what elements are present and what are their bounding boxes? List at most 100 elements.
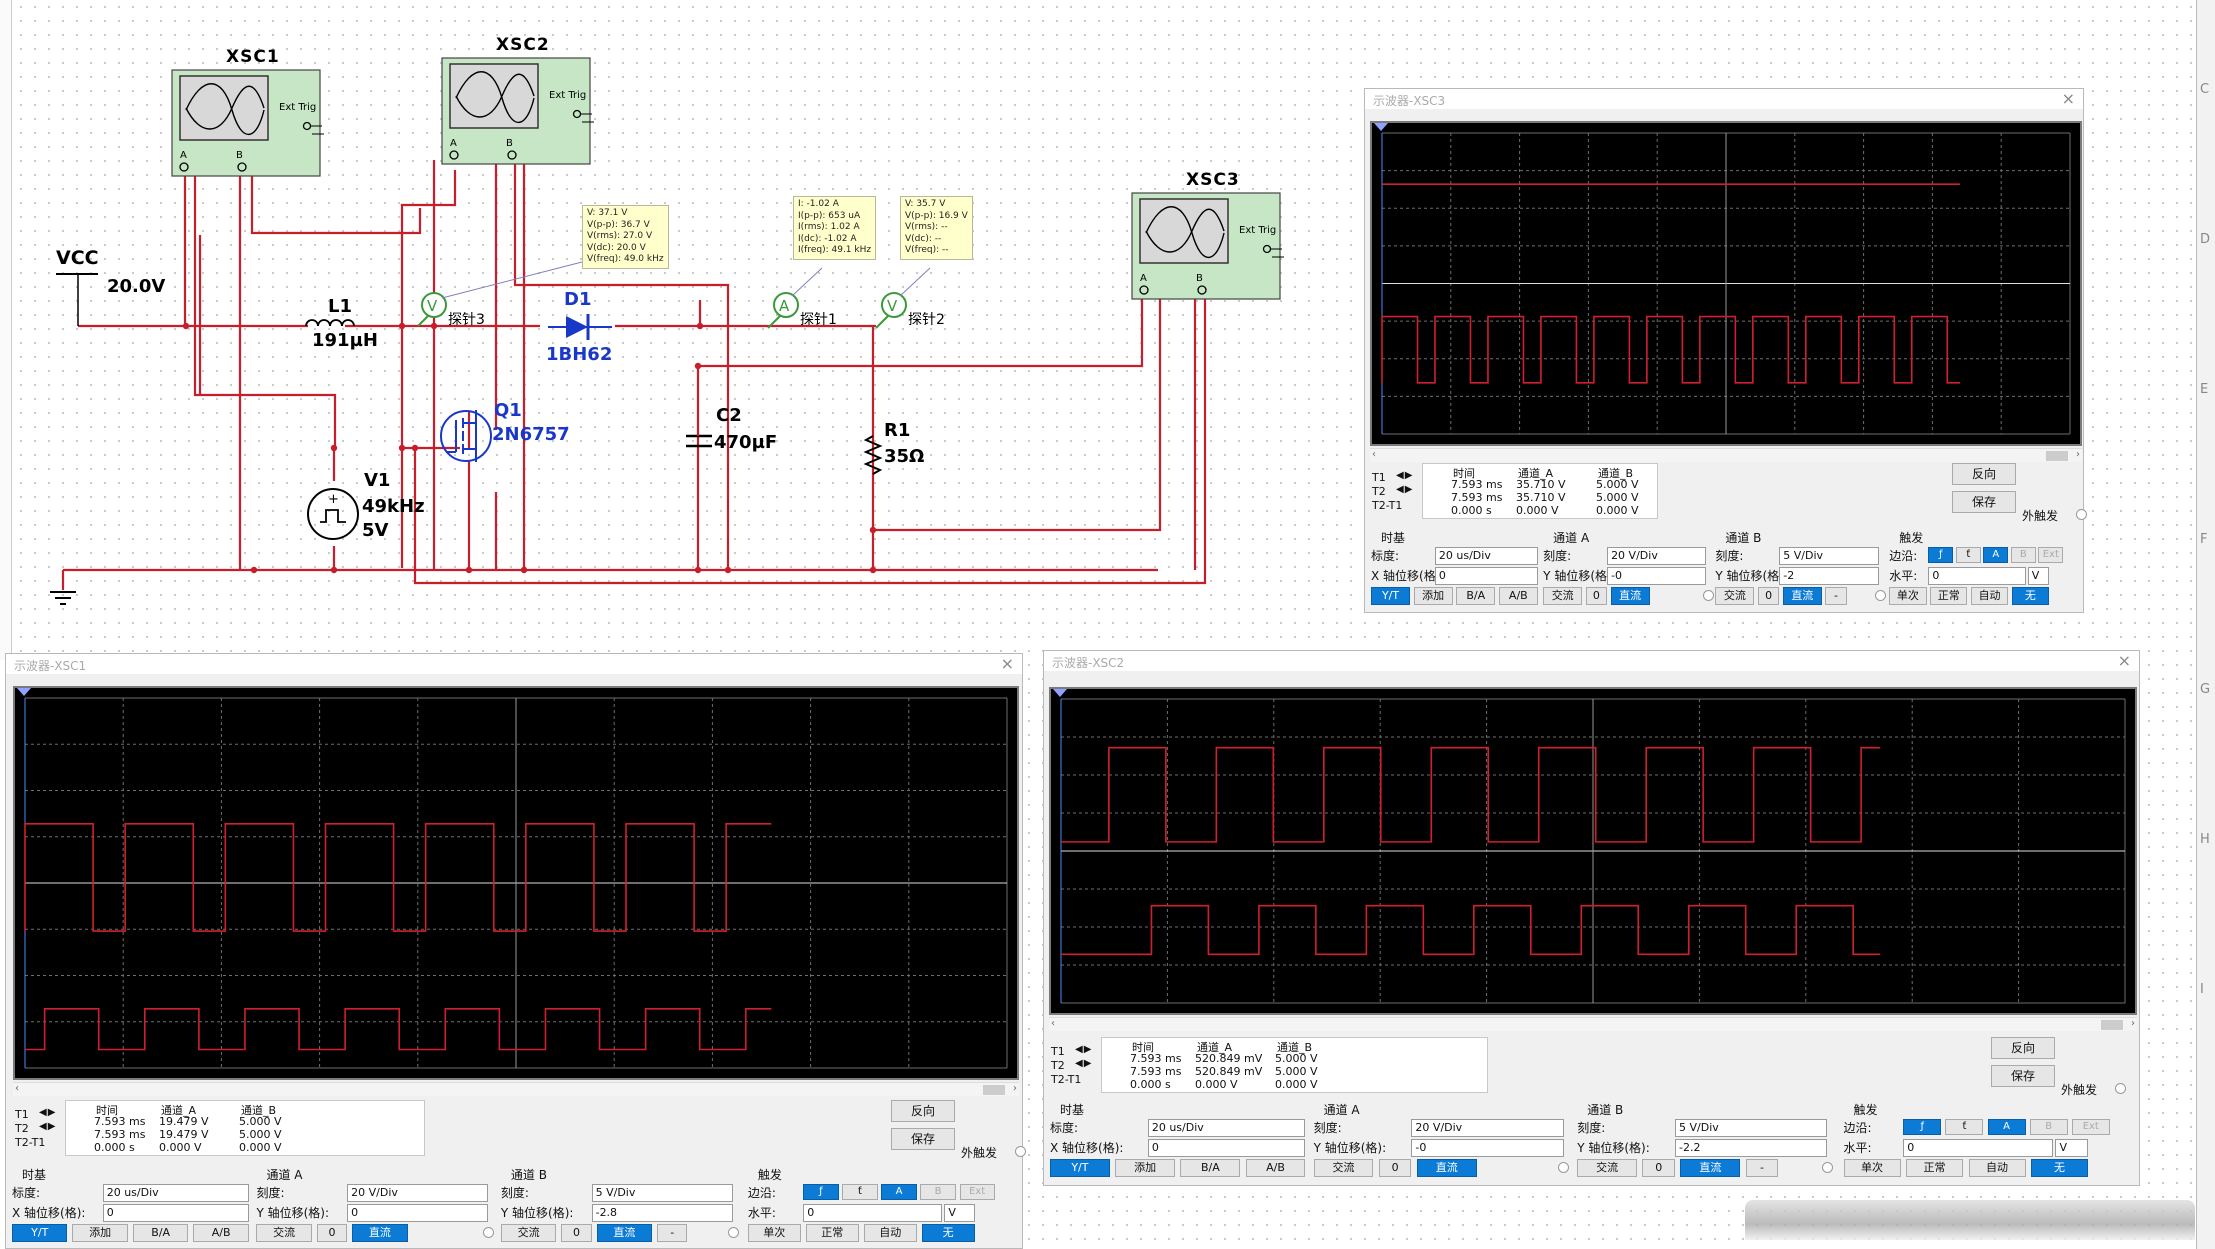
display-mode-3[interactable]: A/B bbox=[1245, 1159, 1306, 1177]
inductor-l1[interactable]: L1 191µH bbox=[305, 296, 378, 351]
chb-radio[interactable] bbox=[1875, 590, 1887, 601]
cursor-marker[interactable] bbox=[17, 688, 31, 696]
x-position-field[interactable]: 0 bbox=[1147, 1139, 1306, 1157]
cha-coupling-0[interactable]: 交流 bbox=[1313, 1159, 1374, 1177]
resistor-r1[interactable]: R1 35Ω bbox=[863, 420, 924, 475]
close-icon[interactable]: × bbox=[2061, 89, 2075, 108]
display-mode-3[interactable]: A/B bbox=[193, 1224, 249, 1242]
display-mode-2[interactable]: B/A bbox=[1456, 587, 1496, 605]
trigger-source-2[interactable]: A bbox=[881, 1184, 917, 1200]
trigger-mode-3[interactable]: 无 bbox=[921, 1224, 975, 1242]
chb-scale-field[interactable]: 5 V/Div bbox=[1779, 547, 1879, 565]
cha-scale-field[interactable]: 20 V/Div bbox=[1607, 547, 1707, 565]
scope-display[interactable] bbox=[13, 686, 1019, 1080]
save-button[interactable]: 保存 bbox=[1991, 1065, 2055, 1087]
cha-coupling-0[interactable]: 交流 bbox=[256, 1224, 312, 1242]
display-mode-3[interactable]: A/B bbox=[1498, 587, 1538, 605]
cha-coupling-1[interactable]: 0 bbox=[1585, 587, 1608, 605]
cursor-arrows[interactable]: ◀▶ bbox=[1396, 470, 1414, 481]
cha-coupling-2[interactable]: 直流 bbox=[1416, 1159, 1477, 1177]
trigger-mode-0[interactable]: 单次 bbox=[1843, 1159, 1901, 1177]
cha-radio[interactable] bbox=[1702, 590, 1714, 601]
x-position-field[interactable]: 0 bbox=[1434, 567, 1538, 585]
display-mode-0[interactable]: Y/T bbox=[1050, 1159, 1110, 1177]
trigger-source-0[interactable]: ƒ bbox=[1928, 547, 1954, 563]
cha-coupling-1[interactable]: 0 bbox=[1378, 1159, 1412, 1177]
cha-radio[interactable] bbox=[1558, 1162, 1570, 1173]
trigger-source-3[interactable]: B bbox=[2029, 1119, 2068, 1135]
display-mode-1[interactable]: 添加 bbox=[1115, 1159, 1175, 1177]
ext-trigger-radio[interactable] bbox=[1015, 1146, 1026, 1157]
chb-coupling-2[interactable]: 直流 bbox=[1782, 587, 1822, 605]
chb-ypos-field[interactable]: -2.8 bbox=[591, 1204, 733, 1222]
oscilloscope-xsc2-icon[interactable]: Ext Trig A B XSC2 bbox=[441, 35, 594, 165]
cursor-arrows[interactable]: ◀▶ bbox=[1075, 1058, 1093, 1069]
chb-radio[interactable] bbox=[1821, 1162, 1833, 1173]
trigger-source-1[interactable]: ƭ bbox=[842, 1184, 878, 1200]
horizontal-scrollbar[interactable]: ‹› bbox=[1049, 1017, 2137, 1031]
cha-coupling-2[interactable]: 直流 bbox=[1610, 587, 1650, 605]
display-mode-0[interactable]: Y/T bbox=[12, 1224, 68, 1242]
trigger-level-field[interactable]: 0 bbox=[803, 1204, 942, 1222]
horizontal-scrollbar[interactable]: ‹› bbox=[13, 1082, 1019, 1096]
display-mode-1[interactable]: 添加 bbox=[72, 1224, 128, 1242]
cursor-arrows[interactable]: ◀▶ bbox=[39, 1121, 57, 1132]
trigger-mode-2[interactable]: 自动 bbox=[1968, 1159, 2026, 1177]
timebase-scale-field[interactable]: 20 us/Div bbox=[1147, 1119, 1306, 1137]
chb-radio[interactable] bbox=[727, 1227, 739, 1238]
trigger-level-unit[interactable]: V bbox=[944, 1204, 975, 1222]
cha-radio[interactable] bbox=[483, 1227, 495, 1238]
trigger-source-1[interactable]: ƭ bbox=[1945, 1119, 1984, 1135]
cha-ypos-field[interactable]: 0 bbox=[347, 1204, 489, 1222]
chb-coupling-3[interactable]: - bbox=[1825, 587, 1847, 605]
x-position-field[interactable]: 0 bbox=[102, 1204, 249, 1222]
display-mode-2[interactable]: B/A bbox=[1180, 1159, 1241, 1177]
mosfet-q1[interactable]: Q1 2N6757 bbox=[440, 400, 570, 462]
probe-1[interactable]: A 探针1 bbox=[767, 267, 837, 329]
chb-coupling-2[interactable]: 直流 bbox=[596, 1224, 653, 1242]
vcc-source[interactable]: VCC 20.0V bbox=[56, 247, 165, 326]
trigger-mode-0[interactable]: 单次 bbox=[747, 1224, 801, 1242]
chb-coupling-0[interactable]: 交流 bbox=[1577, 1159, 1637, 1177]
chb-coupling-3[interactable]: - bbox=[657, 1224, 688, 1242]
scope-display[interactable] bbox=[1049, 687, 2137, 1015]
chb-coupling-1[interactable]: 0 bbox=[1757, 587, 1780, 605]
chb-coupling-2[interactable]: 直流 bbox=[1680, 1159, 1741, 1177]
cha-coupling-1[interactable]: 0 bbox=[316, 1224, 348, 1242]
close-icon[interactable]: × bbox=[2117, 651, 2131, 670]
cha-ypos-field[interactable]: -0 bbox=[1607, 567, 1707, 585]
save-button[interactable]: 保存 bbox=[891, 1128, 955, 1150]
trigger-mode-1[interactable]: 正常 bbox=[1930, 587, 1968, 605]
trigger-mode-0[interactable]: 单次 bbox=[1889, 587, 1927, 605]
reverse-button[interactable]: 反向 bbox=[1991, 1037, 2055, 1059]
trigger-source-4[interactable]: Ext bbox=[2038, 547, 2064, 563]
cursor-arrows[interactable]: ◀▶ bbox=[39, 1107, 57, 1118]
trigger-level-field[interactable]: 0 bbox=[1903, 1139, 2053, 1157]
cursor-marker[interactable] bbox=[1374, 123, 1388, 131]
oscilloscope-xsc1-icon[interactable]: Ext Trig A B XSC1 bbox=[171, 47, 324, 177]
trigger-source-0[interactable]: ƒ bbox=[803, 1184, 839, 1200]
trigger-mode-1[interactable]: 正常 bbox=[805, 1224, 859, 1242]
trigger-source-0[interactable]: ƒ bbox=[1903, 1119, 1942, 1135]
display-mode-2[interactable]: B/A bbox=[132, 1224, 189, 1242]
cha-scale-field[interactable]: 20 V/Div bbox=[347, 1184, 489, 1202]
trigger-mode-2[interactable]: 自动 bbox=[1970, 587, 2009, 605]
reverse-button[interactable]: 反向 bbox=[891, 1100, 955, 1122]
cha-coupling-0[interactable]: 交流 bbox=[1543, 587, 1583, 605]
cursor-arrows[interactable]: ◀▶ bbox=[1075, 1044, 1093, 1055]
chb-scale-field[interactable]: 5 V/Div bbox=[1675, 1119, 1828, 1137]
cha-ypos-field[interactable]: -0 bbox=[1411, 1139, 1564, 1157]
save-button[interactable]: 保存 bbox=[1952, 491, 2016, 513]
cursor-arrows[interactable]: ◀▶ bbox=[1396, 484, 1414, 495]
pulse-source-v1[interactable]: + V1 49kHz 5V bbox=[307, 470, 425, 541]
chb-coupling-1[interactable]: 0 bbox=[561, 1224, 592, 1242]
reverse-button[interactable]: 反向 bbox=[1952, 463, 2016, 485]
capacitor-c2[interactable]: C2 470µF bbox=[686, 366, 777, 453]
timebase-scale-field[interactable]: 20 us/Div bbox=[1434, 547, 1538, 565]
diode-d1[interactable]: D1 1BH62 bbox=[546, 289, 612, 365]
display-mode-1[interactable]: 添加 bbox=[1413, 587, 1453, 605]
close-icon[interactable]: × bbox=[1000, 654, 1014, 673]
ext-trigger-radio[interactable] bbox=[2076, 509, 2087, 520]
